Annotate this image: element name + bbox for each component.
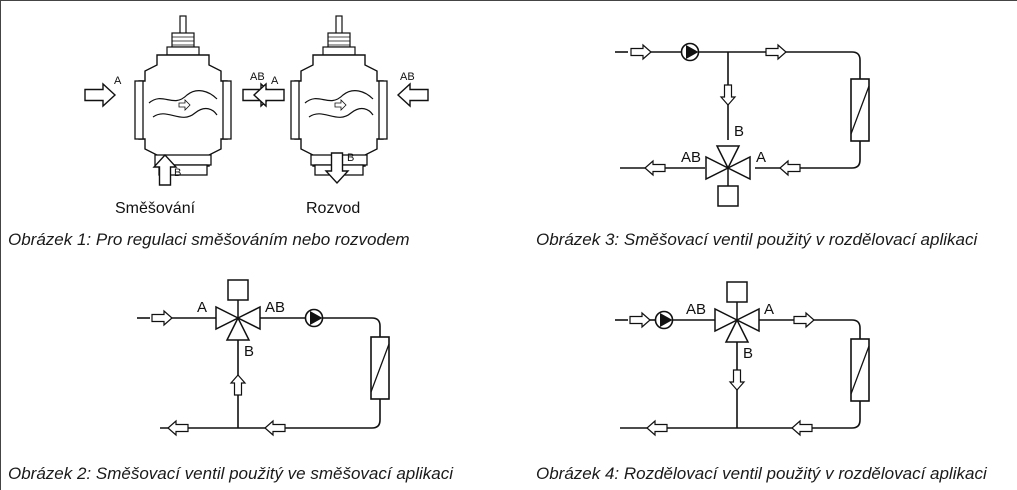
figure2-diagram: A AB B <box>137 279 390 436</box>
figure3-diagram: B AB A <box>615 42 870 207</box>
figure1-mix-port-ab-label: AB <box>250 71 265 83</box>
figure4-diagram: AB A B <box>615 281 870 436</box>
figure1-mix-port-b-label: B <box>174 167 181 179</box>
figure3-port-ab-label: AB <box>681 149 701 166</box>
figure1-caption: Obrázek 1: Pro regulaci směšováním nebo … <box>8 230 410 249</box>
figure1-div-port-b-label: B <box>347 152 354 164</box>
figure1-div-port-a-label: A <box>271 75 279 87</box>
figure1-div-port-ab-label: AB <box>400 71 415 83</box>
figure4-port-ab-label: AB <box>686 301 706 318</box>
figure2-caption: Obrázek 2: Směšovací ventil použitý ve s… <box>8 464 454 483</box>
figure4-port-a-label: A <box>764 301 774 318</box>
figure4-port-b-label: B <box>743 345 753 362</box>
figure1-div-title: Rozvod <box>306 200 360 217</box>
figure3-port-a-label: A <box>756 149 766 166</box>
figure1-mixing-valve: A AB B Směšování <box>84 15 274 217</box>
figure2-port-ab-label: AB <box>265 299 285 316</box>
figure4-caption: Obrázek 4: Rozdělovací ventil použitý v … <box>536 464 987 483</box>
figure1-mix-title: Směšování <box>115 200 196 217</box>
figure1-mix-port-a-label: A <box>114 75 122 87</box>
figure1-diverting-valve: A AB B Rozvod <box>253 15 429 217</box>
figure2-port-b-label: B <box>244 343 254 360</box>
figure3-caption: Obrázek 3: Směšovací ventil použitý v ro… <box>536 230 978 249</box>
figure2-port-a-label: A <box>197 299 207 316</box>
figure3-port-b-label: B <box>734 123 744 140</box>
